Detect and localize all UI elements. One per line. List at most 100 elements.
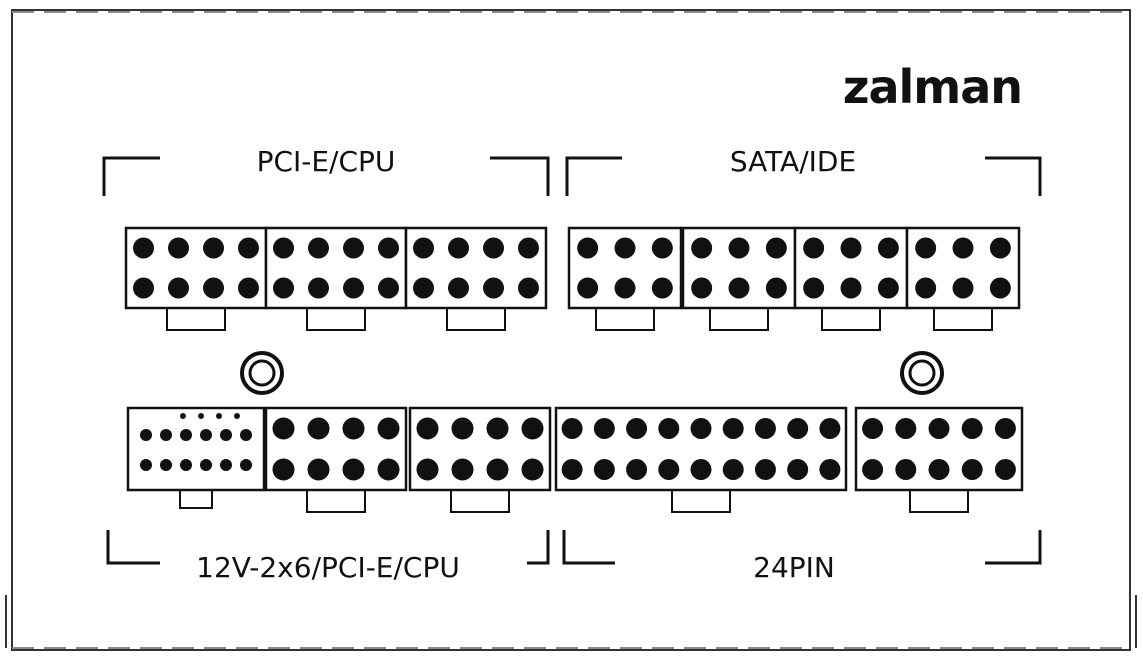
pin-hole (952, 277, 974, 299)
pin-hole (961, 418, 983, 439)
pin-hole (819, 459, 841, 480)
pin-hole (928, 418, 950, 439)
pin-hole (451, 417, 474, 440)
pin-hole (690, 459, 712, 480)
pin-hole (994, 418, 1016, 439)
pin-hole (133, 277, 154, 299)
pin-hole (626, 418, 648, 439)
bracket-top-left-a (102, 156, 160, 196)
pin-hole (895, 418, 917, 439)
section-label-sata-ide: SATA/IDE (730, 145, 856, 178)
pin-hole (180, 429, 192, 441)
pin-hole (577, 237, 599, 259)
pin-hole (308, 237, 329, 259)
sense-pin (234, 413, 240, 419)
pin-hole (486, 458, 509, 481)
pin-hole (451, 458, 474, 481)
pin-hole (994, 459, 1016, 480)
pin-hole (160, 429, 172, 441)
pin-hole (614, 277, 636, 299)
pin-hole (765, 237, 787, 259)
pin-hole (342, 458, 365, 481)
pin-hole (722, 418, 744, 439)
pin-hole (803, 277, 825, 299)
pin-hole (803, 237, 825, 259)
pin-hole (690, 418, 712, 439)
sata-ide-connector-3 (793, 226, 909, 331)
pin-hole (989, 237, 1011, 259)
pin-hole (691, 237, 713, 259)
pin-hole (483, 237, 504, 259)
pin-hole (819, 418, 841, 439)
pin-hole (272, 417, 295, 440)
pin-hole (651, 277, 673, 299)
pin-hole (754, 418, 776, 439)
pin-hole (483, 277, 504, 299)
pin-hole (140, 459, 152, 471)
sata-ide-connector-2 (681, 226, 797, 331)
pin-hole (518, 237, 539, 259)
sense-pin (216, 413, 222, 419)
pin-hole (140, 429, 152, 441)
pin-hole (787, 418, 809, 439)
pin-hole (651, 237, 673, 259)
pin-hole (728, 237, 750, 259)
pin-hole (307, 417, 330, 440)
pin-hole (840, 237, 862, 259)
pin-hole (378, 277, 399, 299)
bottom-pcie-cpu-connector-2 (408, 406, 552, 513)
pin-hole (722, 459, 744, 480)
screw-icon (240, 351, 284, 395)
bracket-bottom-left-b (527, 530, 550, 565)
pin-hole (895, 459, 917, 480)
bracket-bottom-right-b (985, 530, 1042, 565)
pin-hole (877, 237, 899, 259)
pin-hole (448, 237, 469, 259)
pin-hole (200, 429, 212, 441)
section-label-12v-2x6: 12V-2x6/PCI-E/CPU (196, 551, 460, 584)
pin-hole (343, 277, 364, 299)
pin-hole (220, 459, 232, 471)
pin-hole (915, 237, 937, 259)
pin-hole (765, 277, 787, 299)
pin-hole (928, 459, 950, 480)
24pin-main-connector (554, 406, 848, 513)
pin-hole (691, 277, 713, 299)
pin-hole (952, 237, 974, 259)
pin-hole (862, 418, 884, 439)
pin-hole (862, 459, 884, 480)
pin-hole (416, 458, 439, 481)
pin-hole (787, 459, 809, 480)
pin-hole (342, 417, 365, 440)
pin-hole (521, 417, 544, 440)
pin-hole (915, 277, 937, 299)
pin-hole (754, 459, 776, 480)
pin-hole (416, 417, 439, 440)
pin-hole (200, 459, 212, 471)
bottom-pcie-cpu-connector-1 (264, 406, 408, 513)
pin-hole (203, 277, 224, 299)
sense-pin (180, 413, 186, 419)
screw-icon (900, 351, 944, 395)
pin-hole (877, 277, 899, 299)
pin-hole (577, 277, 599, 299)
pin-hole (133, 237, 154, 259)
pin-hole (961, 459, 983, 480)
pin-hole (989, 277, 1011, 299)
bracket-bottom-right-a (562, 530, 615, 565)
pin-hole (168, 237, 189, 259)
pin-hole (840, 277, 862, 299)
pin-hole (561, 418, 583, 439)
pin-hole (203, 237, 224, 259)
sense-pin (198, 413, 204, 419)
pin-hole (413, 277, 434, 299)
pin-hole (658, 459, 680, 480)
pin-hole (238, 277, 259, 299)
pin-hole (180, 459, 192, 471)
section-brackets (102, 156, 1042, 565)
pin-hole (308, 277, 329, 299)
pin-hole (518, 277, 539, 299)
pin-hole (273, 277, 294, 299)
pin-hole (220, 429, 232, 441)
